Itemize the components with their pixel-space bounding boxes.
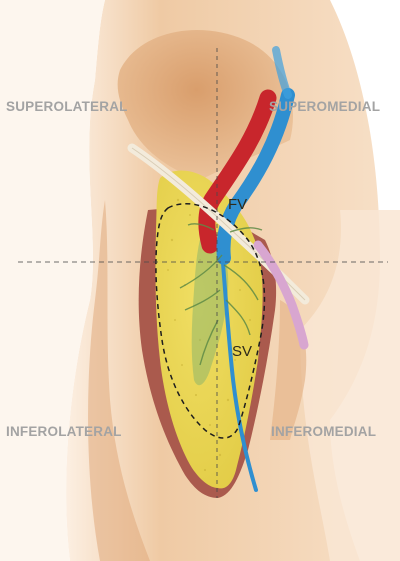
femoral-vein bbox=[216, 88, 295, 265]
lymphatic-branches bbox=[179, 223, 263, 366]
saphenous-vein bbox=[220, 248, 258, 492]
label-saphenous-vein: SV bbox=[232, 343, 253, 360]
label-superolateral: SUPEROLATERAL bbox=[6, 99, 128, 114]
dissection-boundary bbox=[155, 203, 266, 439]
vein-highlight bbox=[272, 46, 292, 99]
right-thigh-shading bbox=[300, 210, 400, 561]
lymphatic-tissue bbox=[191, 225, 229, 386]
label-inferomedial: INFEROMEDIAL bbox=[271, 424, 377, 439]
femoral-artery bbox=[198, 89, 277, 254]
left-flank-shading bbox=[0, 0, 105, 561]
label-femoral-vein: FV bbox=[228, 196, 248, 213]
thigh-shadow bbox=[88, 200, 150, 561]
spermatic-cord bbox=[253, 240, 309, 350]
label-inferolateral: INFEROLATERAL bbox=[6, 424, 122, 439]
label-superomedial: SUPEROMEDIAL bbox=[269, 99, 381, 114]
